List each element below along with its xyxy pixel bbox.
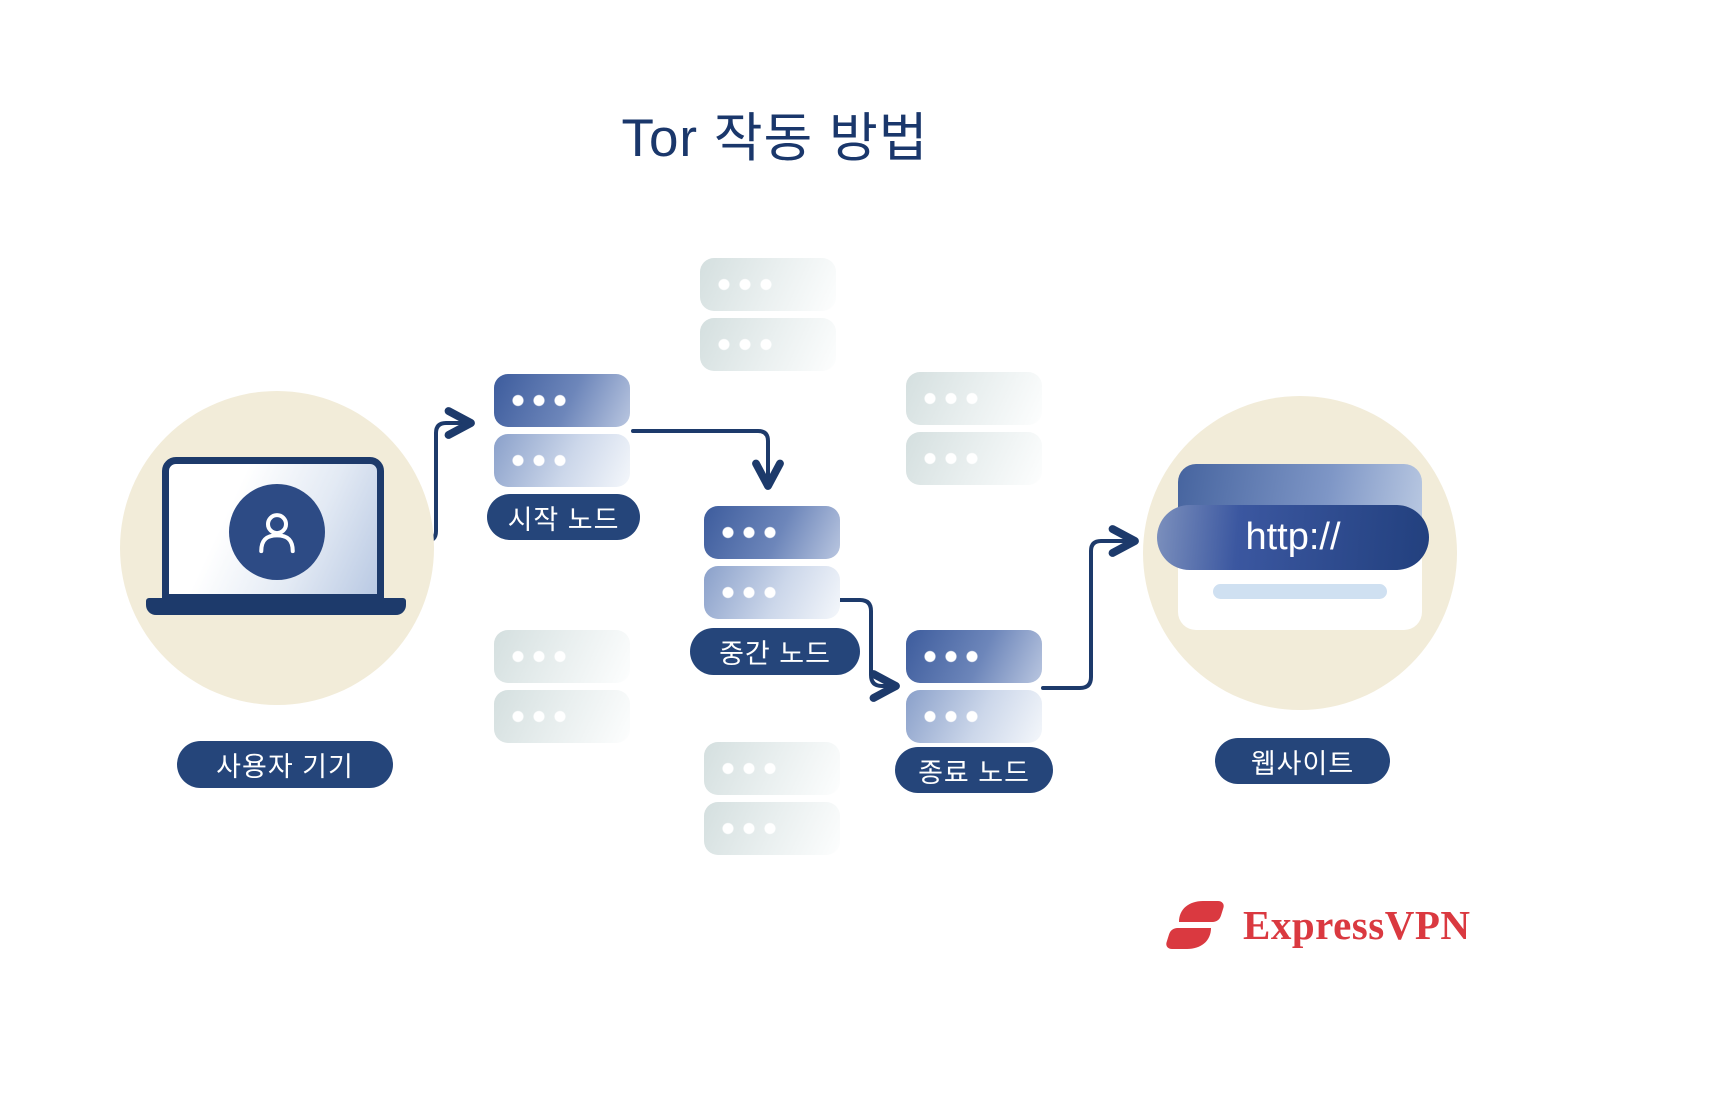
server-row	[494, 374, 630, 427]
brand-wordmark: ExpressVPN	[1243, 902, 1471, 948]
relay-server-icon	[700, 258, 836, 371]
server-row	[704, 566, 840, 619]
arrow-exit-to-website	[1041, 525, 1139, 690]
server-row	[494, 434, 630, 487]
diagram-title: Tor 작동 방법	[621, 109, 929, 168]
brand-lockup: ExpressVPN	[1163, 896, 1470, 954]
server-row	[906, 372, 1042, 425]
url-bar: http://	[1157, 505, 1429, 570]
server-row	[494, 630, 630, 683]
browser-content-line	[1213, 584, 1387, 599]
server-row	[906, 690, 1042, 743]
exit-node-label: 종료 노드	[895, 747, 1053, 793]
website-label: 웹사이트	[1215, 738, 1390, 784]
exit-node-server-icon	[906, 630, 1042, 743]
relay-server-icon	[704, 742, 840, 855]
server-row	[704, 506, 840, 559]
relay-server-icon	[906, 372, 1042, 485]
server-row	[700, 258, 836, 311]
entry-node-server-icon	[494, 374, 630, 487]
expressvpn-logo-icon	[1166, 901, 1224, 949]
server-row	[700, 318, 836, 371]
server-row	[906, 630, 1042, 683]
arrow-entry-to-middle	[631, 429, 784, 490]
user-device-label: 사용자 기기	[177, 741, 393, 788]
entry-node-label: 시작 노드	[487, 494, 640, 540]
server-row	[704, 742, 840, 795]
server-row	[906, 432, 1042, 485]
relay-server-icon	[494, 630, 630, 743]
middle-node-label: 중간 노드	[690, 628, 860, 675]
laptop-base	[146, 598, 406, 615]
user-avatar-icon	[229, 484, 325, 580]
server-row	[704, 802, 840, 855]
middle-node-server-icon	[704, 506, 840, 619]
server-row	[494, 690, 630, 743]
person-icon	[259, 513, 295, 554]
